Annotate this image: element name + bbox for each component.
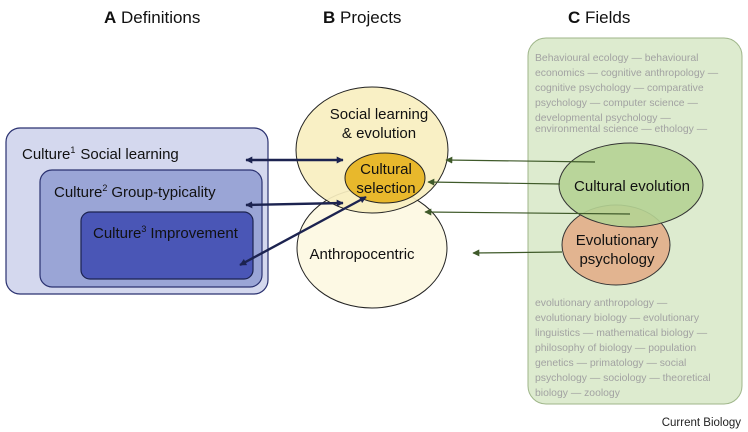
- field-bottom-line: genetics — primatology — social: [535, 358, 686, 369]
- arrow-cultural-evolution-social: [445, 156, 596, 164]
- cultural-evolution-ellipse: [558, 142, 704, 228]
- field-bottom-line: philosophy of biology — population: [535, 343, 696, 354]
- social-learning-line2: & evolution: [342, 125, 416, 142]
- arrow-culture3-selection: [239, 195, 367, 267]
- field-top-line: Behavioural ecology — behavioural: [535, 53, 698, 64]
- evolutionary-psychology-line1: Evolutionary: [576, 232, 659, 249]
- culture3-box: [80, 211, 254, 280]
- field-bottom-line: biology — zoology: [535, 388, 621, 399]
- field-bottom-line: linguistics — mathematical biology —: [535, 328, 708, 339]
- field-top-line: developmental psychology —: [535, 113, 671, 124]
- field-top-line: economics — cognitive anthropology —: [535, 68, 719, 79]
- header-c: C Fields: [568, 8, 630, 27]
- cultural-selection-ellipse: [344, 152, 426, 204]
- field-top-line: environmental science — ethology —: [535, 124, 708, 135]
- field-top-line: psychology — computer science —: [535, 98, 698, 109]
- arrow-cultural-evolution-anthropocentric: [424, 208, 631, 216]
- cultural-selection-line1: Cultural: [360, 161, 412, 178]
- cultural-evolution-label: Cultural evolution: [574, 178, 690, 195]
- journal-credit: Current Biology: [662, 417, 742, 429]
- field-top-line: cognitive psychology — comparative: [535, 83, 704, 94]
- header-a: A Definitions: [104, 8, 200, 27]
- field-bottom-line: evolutionary biology — evolutionary: [535, 313, 700, 324]
- cultural-selection-line2: selection: [356, 180, 415, 197]
- arrow-cultural-evolution-selection: [427, 178, 561, 186]
- header-b: B Projects: [323, 8, 401, 27]
- field-bottom-line: evolutionary anthropology —: [535, 298, 668, 309]
- fields-top-list: Behavioural ecology — behavioural econom…: [535, 53, 719, 135]
- social-learning-line1: Social learning: [330, 106, 428, 123]
- arrow-evolutionary-psychology-anthropocentric: [472, 249, 563, 257]
- fields-bottom-list: evolutionary anthropology — evolutionary…: [535, 298, 711, 399]
- evolutionary-psychology-line2: psychology: [579, 251, 655, 268]
- field-bottom-line: psychology — sociology — theoretical: [535, 373, 711, 384]
- anthropocentric-label: Anthropocentric: [309, 246, 415, 263]
